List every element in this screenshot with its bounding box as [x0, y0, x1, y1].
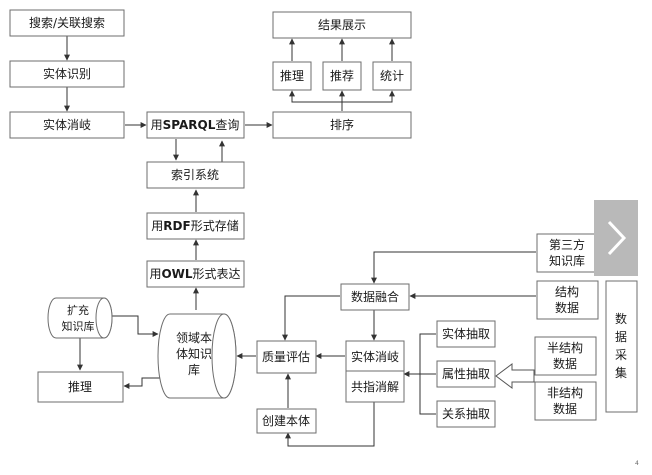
expanded-kb-line1: 扩充 [67, 303, 89, 317]
entity-extraction-label: 实体抽取 [442, 326, 490, 341]
box-data-fusion: 数据融合 [340, 283, 410, 311]
cylinder-expanded-kb: 扩充 知识库 [47, 297, 113, 339]
results-display-label: 结果展示 [318, 18, 366, 32]
box-statistics: 统计 [372, 61, 412, 91]
box-third-party-kb: 第三方 知识库 [536, 233, 599, 273]
entity-disambiguation-label: 实体消岐 [351, 349, 399, 364]
unstructured-data-line1: 非结构 [547, 385, 583, 400]
recommendation-label: 推荐 [330, 69, 354, 83]
semi-structured-data-line1: 半结构 [547, 340, 583, 355]
box-search: 搜索/关联搜索 [9, 9, 125, 37]
build-ontology-label: 创建本体 [262, 414, 310, 428]
box-data-collection: 数 据 采 集 [605, 280, 638, 413]
box-index-system: 索引系统 [146, 161, 245, 189]
box-results-display: 结果展示 [272, 11, 412, 39]
chevron-right-icon [607, 220, 627, 256]
expanded-kb-line2: 知识库 [62, 319, 95, 333]
cylinder-domain-ontology-kb: 领域本 体知识 库 [157, 313, 237, 399]
reasoning-top-label: 推理 [280, 69, 304, 83]
box-entity-recognition: 实体识别 [9, 60, 125, 88]
box-ranking: 排序 [272, 111, 412, 139]
box-entity-extraction: 实体抽取 [436, 320, 496, 348]
data-collection-char1: 数 [615, 311, 627, 326]
quality-assessment-label: 质量评估 [262, 350, 310, 364]
page-mark: 4 [635, 460, 639, 467]
box-recommendation: 推荐 [322, 61, 362, 91]
domain-ontology-kb-line3: 库 [188, 362, 200, 377]
third-party-kb-line2: 知识库 [549, 253, 585, 268]
rdf-storage-label: 用RDF形式存储 [151, 218, 238, 233]
data-collection-char3: 采 [615, 348, 627, 362]
data-collection-char4: 集 [615, 365, 627, 380]
box-semi-structured-data: 半结构 数据 [534, 336, 597, 376]
search-label: 搜索/关联搜索 [29, 15, 105, 30]
statistics-label: 统计 [380, 69, 404, 83]
data-fusion-label: 数据融合 [351, 289, 399, 304]
box-relation-extraction: 关系抽取 [436, 400, 496, 428]
box-build-ontology: 创建本体 [256, 408, 317, 434]
structured-data-line2: 数据 [555, 300, 579, 315]
box-reasoning-bottom: 推理 [37, 371, 124, 403]
entity-recognition-label: 实体识别 [43, 66, 91, 81]
third-party-kb-line1: 第三方 [549, 237, 585, 252]
box-structured-data: 结构 数据 [536, 280, 599, 320]
relation-extraction-label: 关系抽取 [442, 407, 490, 421]
data-collection-char2: 据 [615, 330, 627, 344]
attribute-extraction-label: 属性抽取 [442, 367, 490, 381]
ranking-label: 排序 [330, 117, 354, 132]
box-attribute-extraction: 属性抽取 [436, 360, 496, 388]
owl-expression-label: 用OWL形式表达 [149, 267, 240, 281]
next-slide-button[interactable] [594, 200, 638, 276]
box-rdf-storage: 用RDF形式存储 [146, 212, 245, 240]
box-unstructured-data: 非结构 数据 [534, 381, 597, 421]
index-system-label: 索引系统 [171, 168, 219, 182]
box-owl-expression: 用OWL形式表达 [146, 260, 245, 288]
box-entity-disambiguation-top: 实体消岐 [9, 111, 125, 139]
box-reasoning-top: 推理 [272, 61, 312, 91]
box-sparql-query: 用SPARQL查询 [146, 111, 245, 139]
sparql-query-label: 用SPARQL查询 [151, 118, 240, 132]
box-quality-assessment: 质量评估 [256, 340, 317, 374]
box-disambiguation-coreference: 实体消岐 共指消解 [345, 340, 405, 403]
domain-ontology-kb-line1: 领域本 [176, 331, 212, 345]
entity-disambiguation-top-label: 实体消岐 [43, 117, 91, 132]
connectors [64, 36, 536, 447]
coreference-resolution-label: 共指消解 [351, 379, 399, 394]
semi-structured-data-line2: 数据 [553, 356, 577, 371]
unstructured-data-line2: 数据 [553, 401, 577, 416]
reasoning-bottom-label: 推理 [68, 380, 92, 394]
domain-ontology-kb-line2: 体知识 [176, 347, 212, 361]
structured-data-line1: 结构 [555, 284, 579, 299]
